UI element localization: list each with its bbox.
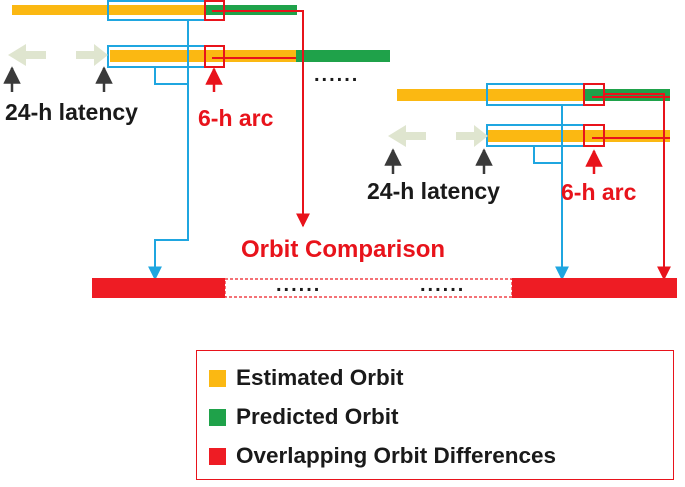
- comparison-gap: [224, 278, 513, 298]
- legend-swatch-differences: [209, 447, 226, 465]
- group2-latency-left-arrow-icon: [388, 125, 426, 147]
- group1-latency-right-arrow-icon: [76, 44, 108, 66]
- group1-row2-arc-box: [204, 45, 225, 68]
- group1-timeline: ......: [3, 0, 390, 281]
- comparison-gap-ellipsis-left: ......: [276, 274, 321, 296]
- group1-arc-connector: [224, 10, 310, 228]
- group2-window-bracket: [533, 146, 562, 164]
- group1-window-connector: [148, 20, 189, 281]
- comparison-difference-segment-right: [512, 278, 677, 298]
- comparison-bar: ...... ......: [92, 274, 677, 298]
- comparison-difference-segment-left: [92, 278, 225, 298]
- group1-window-bracket: [154, 67, 188, 85]
- legend-item-estimated: Estimated Orbit: [209, 365, 404, 390]
- comparison-title: Orbit Comparison: [241, 236, 446, 263]
- legend-swatch-predicted: [209, 408, 226, 426]
- group2-latency-right-arrow-icon: [456, 125, 488, 147]
- group1-ellipsis: ......: [314, 64, 359, 86]
- legend-item-predicted: Predicted Orbit: [209, 404, 399, 429]
- group2-row1-estimated-bar: [397, 89, 584, 101]
- group1-latency-label: 24-h latency: [5, 99, 138, 125]
- group1-row2-estimated-bar: [110, 50, 296, 62]
- legend-label-estimated: Estimated Orbit: [236, 365, 404, 390]
- legend-label-differences: Overlapping Orbit Differences: [236, 443, 557, 468]
- group2-timeline: [384, 83, 671, 281]
- group1-row2-predicted-bar: [296, 50, 390, 62]
- group2-arc-label: 6-h arc: [561, 179, 637, 205]
- legend-item-differences: Overlapping Orbit Differences: [209, 443, 557, 468]
- group2-latency-label: 24-h latency: [367, 178, 500, 204]
- legend: Estimated Orbit Predicted Orbit Overlapp…: [196, 350, 674, 480]
- group2-arc-connector: [604, 93, 671, 281]
- legend-swatch-estimated: [209, 369, 226, 387]
- legend-label-predicted: Predicted Orbit: [236, 404, 399, 429]
- group2-row2-arc-box: [583, 124, 605, 147]
- group1-arc-label: 6-h arc: [198, 105, 274, 131]
- group1-latency-left-arrow-icon: [8, 44, 46, 66]
- group2-row2-estimated-bar: [488, 130, 670, 142]
- comparison-gap-ellipsis-right: ......: [420, 274, 465, 296]
